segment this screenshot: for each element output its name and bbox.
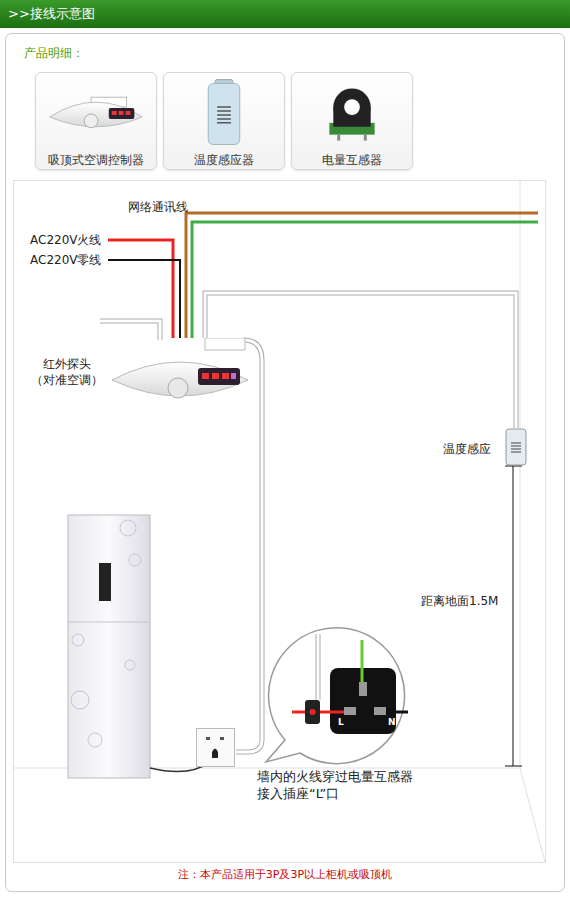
temperature-sensor: 温度感应 [505,428,527,466]
header-bar: >>接线示意图 [0,0,570,28]
ct-hole [310,709,316,715]
pin-label: N [388,717,396,727]
product-card: 电量互感器 [291,72,413,170]
title-text: >>接线示意图 [8,6,95,22]
live-pin [344,707,356,715]
room-frame [14,181,546,863]
node-icon-use [506,429,526,465]
wall-socket [197,729,235,767]
wall-wire [317,634,320,700]
socket-hole [206,737,210,740]
node-icon-use [50,97,142,127]
current-transformer [305,700,320,724]
section-heading: 产品明细： [24,46,84,61]
probe-wire [100,321,160,340]
node-icon-use [329,88,374,140]
probe-wire-outline [100,321,160,340]
ac-flowers [71,520,141,747]
air-conditioner [68,515,150,778]
socket-wire [236,340,262,752]
sensor-label: 温度感应 [443,442,491,457]
flower [125,660,135,670]
footer-note: 注：本产品适用于3P及3P以上柜机或吸顶机 [0,867,570,882]
card-caption: 温度感应器 [164,153,284,168]
product-card: 温度感应器 [163,72,285,170]
wire-label: AC220V火线 [30,233,102,248]
wall-wire-outline [316,634,321,700]
node-icon [292,75,412,151]
neutral-pin [374,707,386,715]
wire-label: AC220V零线 [30,253,102,268]
flower [72,634,84,646]
socket-wire-outline [236,340,262,752]
socket-hole [220,737,224,740]
node-icon-use [208,80,239,145]
dimension-label: 距离地面1.5M [421,594,498,609]
node-icon [505,428,527,466]
ac-display [99,563,111,601]
pin-label: L [338,717,344,727]
node-icon-use [112,338,248,398]
flower [129,554,141,566]
neutral-wire [384,711,408,714]
earth-pin [359,682,367,696]
product-card: 吸顶式空调控制器 [35,72,157,170]
flower [120,520,136,536]
callout-bubble [266,628,405,764]
neutral-wire [108,260,180,338]
live-wire [292,711,350,714]
plug [212,749,218,759]
ac-seam [68,622,150,623]
wire-label: 网络通讯线 [128,200,188,215]
probe-label: 红外探头 （对准空调） [26,356,108,388]
controller-unit: 红外探头 （对准空调） [110,338,250,413]
node-icon [36,75,156,151]
flower [88,733,102,747]
earth-wire [361,640,364,686]
dimension-line [505,466,522,766]
node-icon [164,75,284,151]
flower [71,691,89,709]
outer-panel [6,34,565,892]
network-wire [192,222,538,338]
room-edge [14,180,545,862]
card-caption: 吸顶式空调控制器 [36,153,156,168]
network-wire [186,213,538,338]
card-caption: 电量互感器 [292,153,412,168]
node-icon [110,338,250,413]
callout-note: 墙内的火线穿过电量互感器 接入插座“L”口 [257,768,432,802]
